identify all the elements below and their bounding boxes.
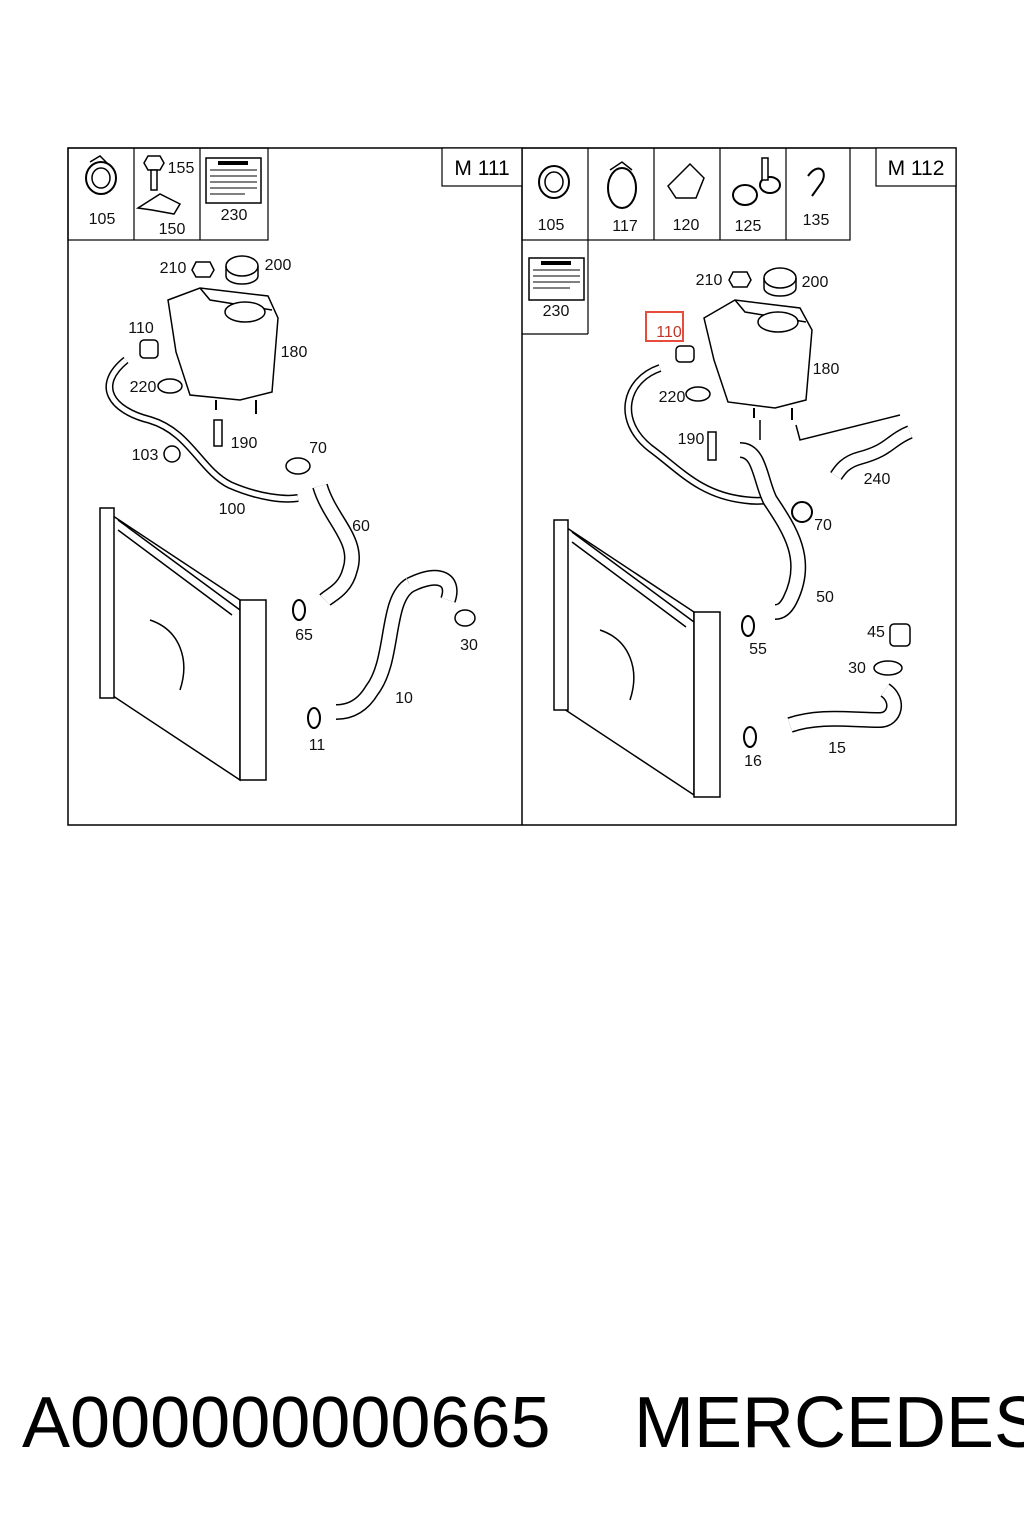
expansion-tank-drawing [167, 255, 279, 414]
part-label: 105 [538, 217, 565, 234]
right-panel: M 112 105 117 120 [521, 147, 957, 798]
model-label-left: M 111 [454, 157, 509, 180]
part-label: 16 [744, 753, 762, 770]
part-label: 180 [813, 361, 840, 378]
highlight-box [645, 311, 684, 342]
radiator-drawing [553, 519, 721, 798]
hose-drawing [624, 345, 913, 748]
warning-label-icon [205, 157, 262, 204]
part-label: 230 [221, 207, 248, 224]
part-label: 210 [696, 272, 723, 289]
highlighted-part-label: 110 [656, 324, 682, 341]
hose-clamp-icon [538, 165, 570, 199]
clip-icon [667, 162, 705, 199]
part-label: 220 [130, 379, 157, 396]
part-label: 11 [309, 737, 326, 754]
bolt-icon [143, 155, 165, 191]
part-label: 155 [168, 160, 195, 177]
left-panel: M 111 105 155 150 230 [67, 147, 523, 782]
warning-label-icon [528, 257, 585, 301]
part-label: 105 [89, 211, 116, 228]
part-label: 70 [814, 517, 832, 534]
radiator-drawing [99, 507, 267, 782]
part-label: 30 [460, 637, 478, 654]
part-label: 103 [132, 447, 159, 464]
part-label: 210 [160, 260, 187, 277]
expansion-tank-drawing [703, 267, 813, 420]
bracket-icon [135, 193, 182, 215]
product-caption: A000000000665 MERCEDES [22, 1378, 1024, 1468]
part-label: 120 [673, 217, 700, 234]
model-label-right: M 112 [888, 157, 945, 180]
part-label: 45 [867, 624, 885, 641]
part-number: A000000000665 [22, 1383, 551, 1463]
part-label: 55 [749, 641, 767, 658]
hook-clip-icon [807, 167, 825, 197]
part-label: 15 [828, 740, 846, 757]
parts-diagram: M 111 105 155 150 230 [67, 147, 957, 826]
hose-drawing [105, 339, 476, 729]
part-label: 60 [352, 518, 370, 535]
part-label: 10 [395, 690, 413, 707]
part-label: 180 [281, 344, 308, 361]
part-label: 220 [659, 389, 686, 406]
part-label: 30 [848, 660, 866, 677]
part-label: 100 [219, 501, 246, 518]
part-label: 50 [816, 589, 834, 606]
part-label: 200 [802, 274, 829, 291]
part-label: 200 [265, 257, 292, 274]
part-label: 135 [803, 212, 830, 229]
band-clamp-icon [607, 161, 637, 209]
part-label: 240 [864, 471, 891, 488]
part-label: 230 [543, 303, 570, 320]
part-label: 190 [678, 431, 705, 448]
part-label: 125 [735, 218, 762, 235]
part-label: 110 [128, 320, 154, 337]
part-label: 150 [159, 221, 186, 238]
part-label: 65 [295, 627, 313, 644]
hose-clamp-icon [85, 155, 117, 195]
part-label: 117 [612, 218, 638, 235]
part-label: 190 [231, 435, 258, 452]
double-clamp-icon [732, 157, 781, 206]
brand-name: MERCEDES [634, 1383, 1024, 1463]
part-label: 70 [309, 440, 327, 457]
